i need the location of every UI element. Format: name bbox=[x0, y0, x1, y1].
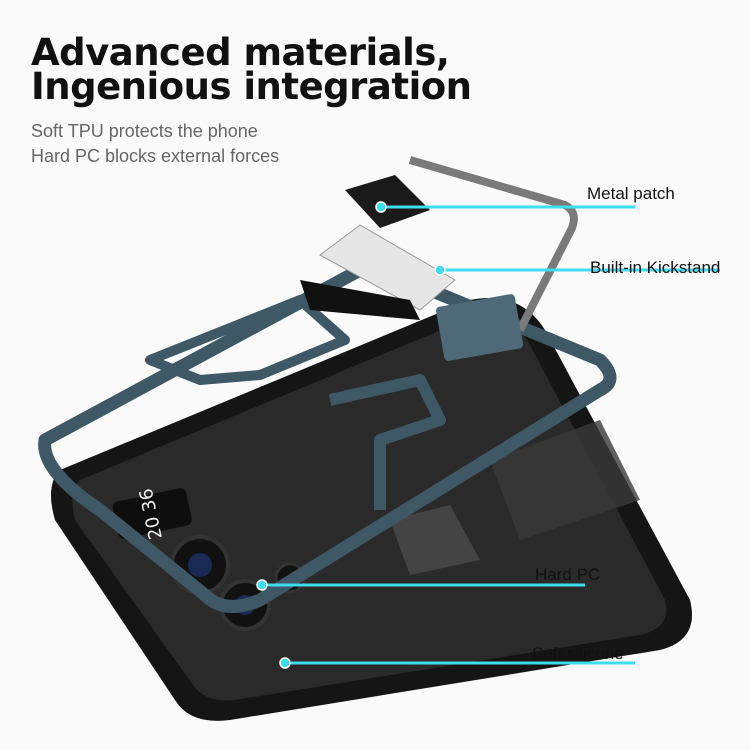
callout-dot bbox=[434, 264, 446, 276]
callout-dot bbox=[256, 579, 268, 591]
headline: Advanced materials, Ingenious integratio… bbox=[31, 31, 472, 108]
callout-dot bbox=[279, 657, 291, 669]
texture-grip bbox=[390, 505, 480, 575]
callout-dot bbox=[375, 201, 387, 213]
callout-lines bbox=[256, 201, 720, 669]
callout-label-hard-pc: Hard PC bbox=[535, 565, 601, 584]
metal-patch bbox=[345, 175, 430, 228]
callout-label-kickstand: Built-in Kickstand bbox=[590, 258, 721, 277]
kickstand bbox=[300, 156, 578, 361]
subtitle-line-1: Soft TPU protects the phone bbox=[31, 121, 258, 141]
subtitle: Soft TPU protects the phone Hard PC bloc… bbox=[31, 119, 279, 169]
subtitle-line-2: Hard PC blocks external forces bbox=[31, 146, 280, 166]
callout-label-soft-silicone: Soft silicone bbox=[532, 644, 624, 663]
callout-label-metal-patch: Metal patch bbox=[587, 184, 675, 203]
headline-line-2: Ingenious integration bbox=[31, 65, 472, 108]
headline-line-1: Advanced materials, bbox=[31, 31, 450, 74]
texture-grip bbox=[490, 420, 640, 540]
